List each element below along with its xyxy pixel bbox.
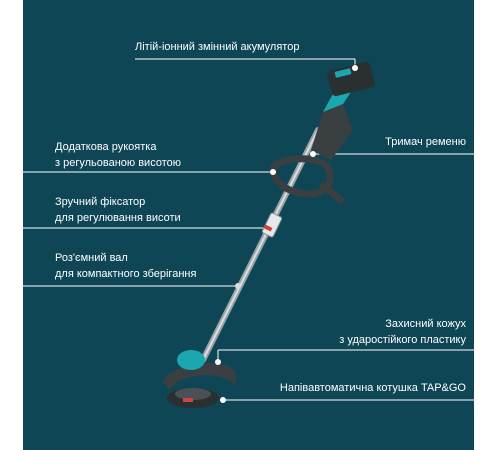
- callout-spool: Напівавтоматична котушка TAP&GO: [245, 380, 466, 396]
- callout-belt-holder: Тримач ременю: [353, 134, 466, 150]
- callout-height-lock-line1: Зручний фіксатор: [55, 196, 146, 208]
- callout-height-lock: Зручний фіксатор для регулювання висоти: [55, 194, 181, 226]
- callout-lines: [23, 58, 474, 401]
- callout-split-shaft: Роз'ємний вал для компактного зберігання: [55, 250, 196, 282]
- callout-height-lock-line2: для регулювання висоти: [55, 212, 181, 224]
- shaft-highlight: [202, 129, 319, 361]
- callout-spool-text: Напівавтоматична котушка TAP&GO: [279, 382, 466, 394]
- callout-split-shaft-line2: для компактного зберігання: [55, 268, 197, 280]
- callout-guard: Захисний кожух з ударостійкого пластику: [273, 316, 466, 348]
- feature-diagram-panel: Літій-іонний змінний акумулятор Тримач р…: [23, 0, 474, 450]
- callout-belt-holder-text: Тримач ременю: [385, 136, 466, 148]
- trimmer-illustration: [23, 58, 474, 408]
- height-lock-collar: [261, 212, 283, 238]
- extra-handle: [269, 155, 345, 204]
- motor-body: [310, 86, 355, 160]
- spool-head: [167, 388, 226, 408]
- callout-extra-handle-line2: з регульованою висотою: [55, 157, 181, 169]
- callout-extra-handle-line1: Додаткова рукоятка: [55, 141, 157, 153]
- callout-split-shaft-line1: Роз'ємний вал: [55, 252, 128, 264]
- guard: [163, 350, 237, 390]
- split-joint: [235, 283, 241, 289]
- callout-battery-text: Літій-іонний змінний акумулятор: [135, 41, 300, 53]
- callout-battery: Літій-іонний змінний акумулятор: [135, 39, 299, 55]
- callout-guard-line1: Захисний кожух: [385, 318, 466, 330]
- battery-pack: [327, 61, 375, 97]
- callout-extra-handle: Додаткова рукоятка з регульованою висото…: [55, 139, 181, 171]
- callout-guard-line2: з ударостійкого пластику: [339, 334, 466, 346]
